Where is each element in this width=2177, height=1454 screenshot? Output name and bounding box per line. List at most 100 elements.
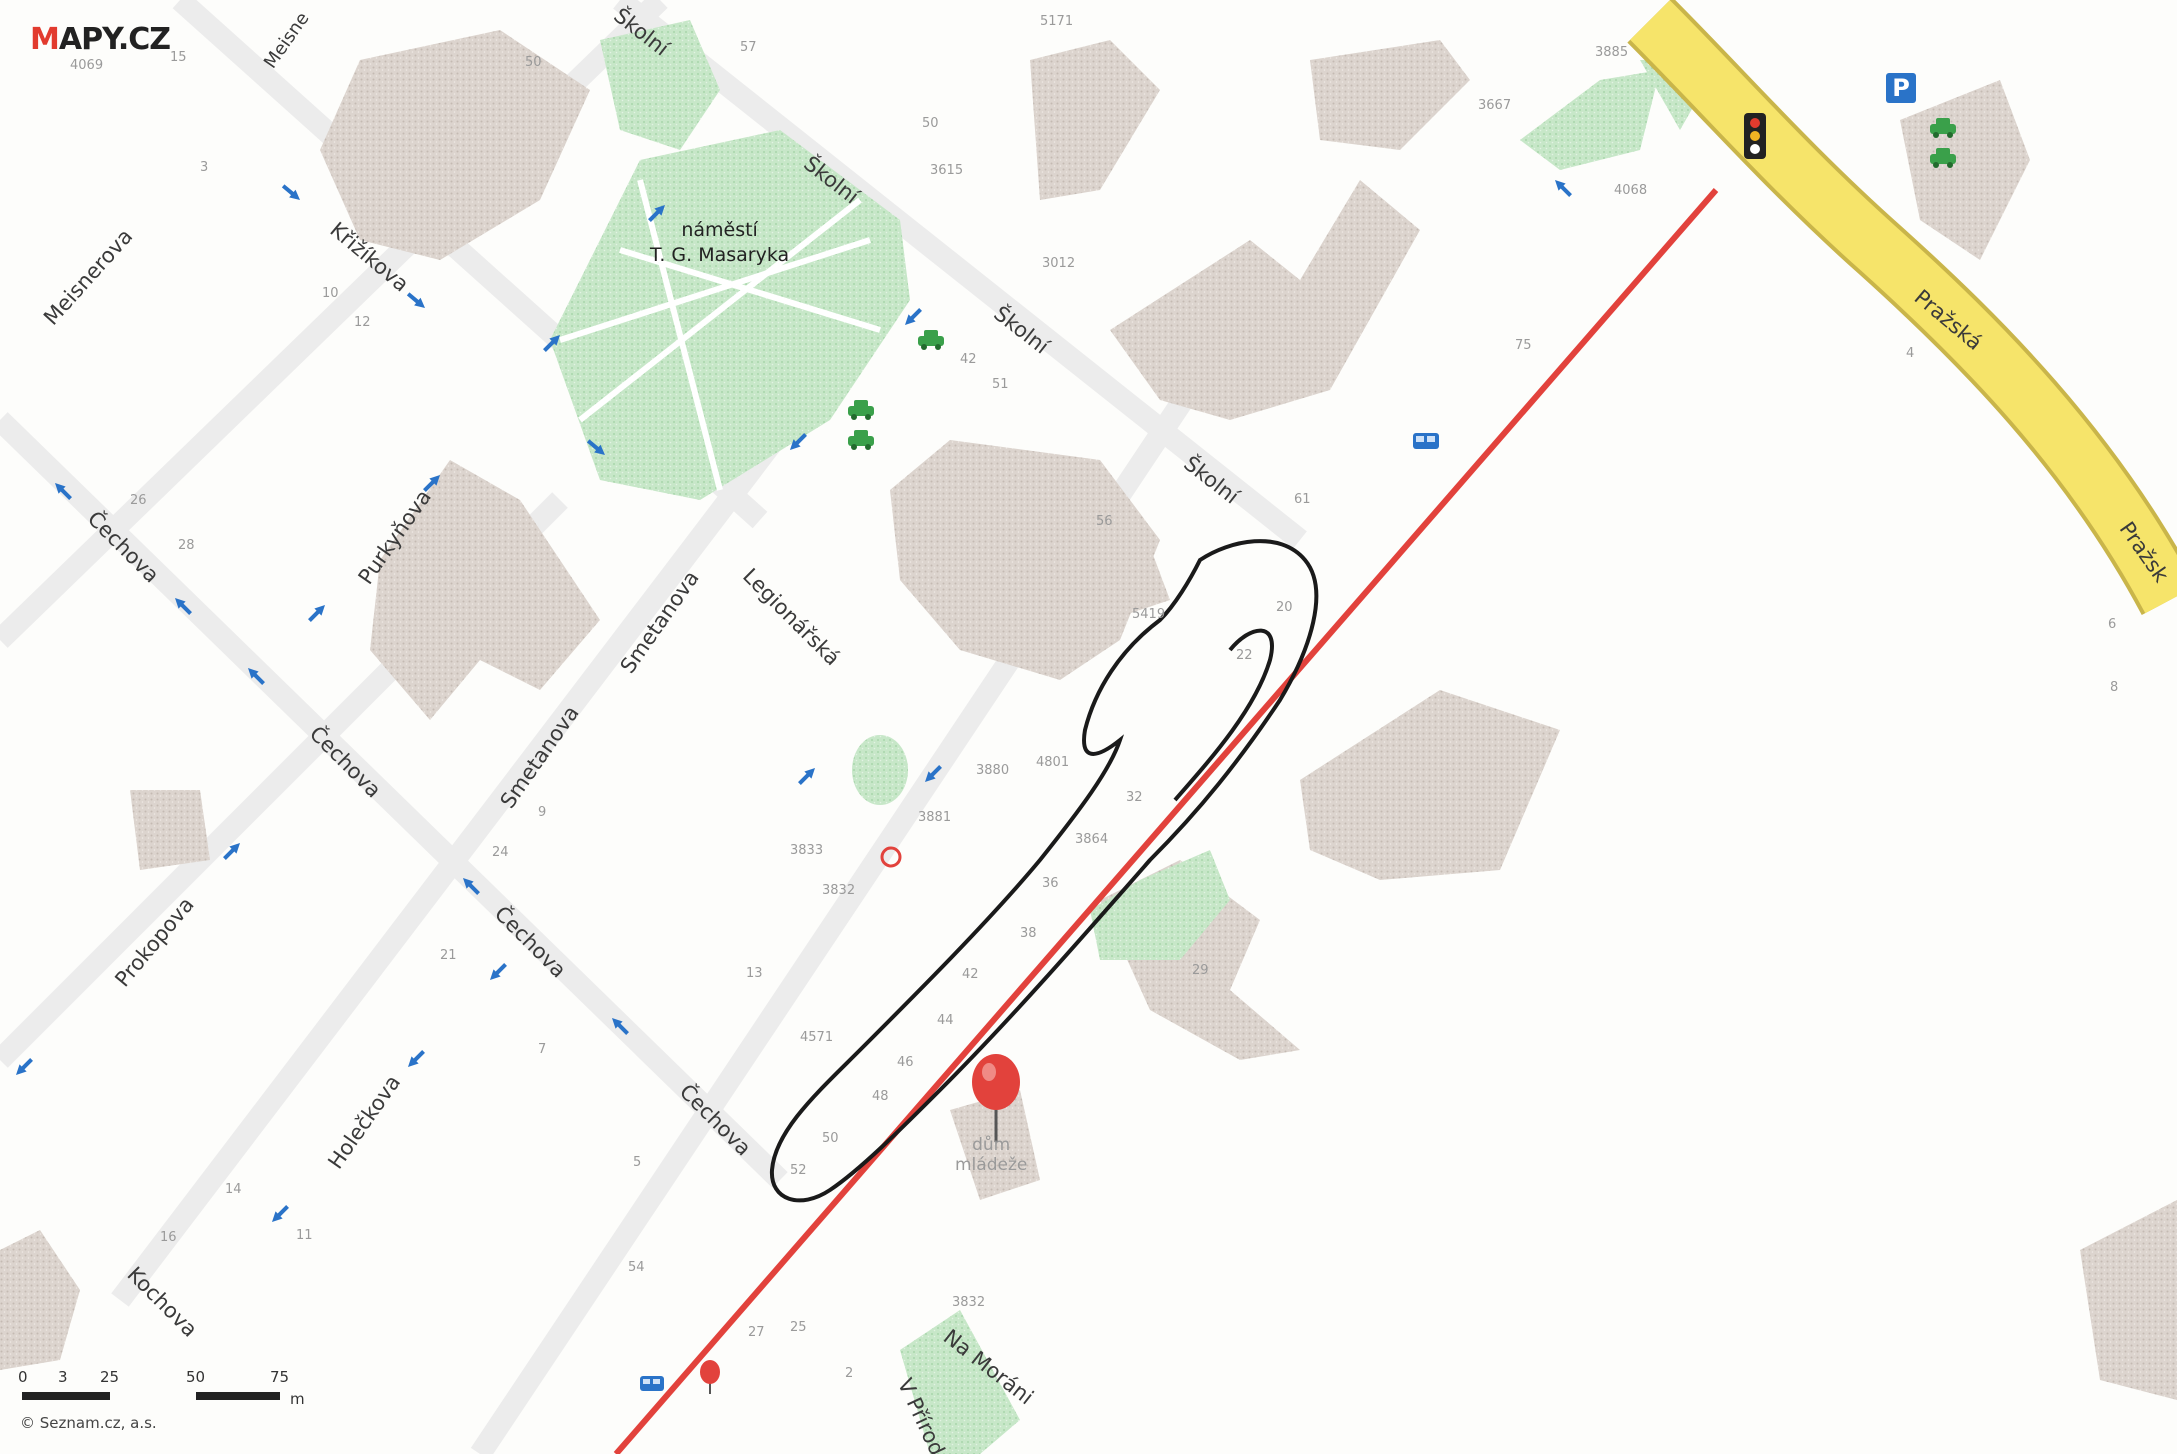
house-number: 21: [440, 948, 457, 963]
place-label-line1: náměstí: [681, 219, 758, 241]
house-number: 50: [922, 116, 939, 131]
buildings: [0, 30, 2177, 1400]
house-number: 56: [1096, 514, 1113, 529]
house-number: 5419: [1132, 607, 1166, 622]
house-number: 20: [1276, 600, 1293, 615]
house-number: 3833: [790, 843, 824, 858]
house-number: 4571: [800, 1030, 834, 1045]
house-number: 50: [822, 1131, 839, 1146]
car-icons: [848, 118, 1956, 450]
copyright-notice: © Seznam.cz, a.s.: [20, 1414, 157, 1432]
bus-icons: [640, 433, 1439, 1391]
bus-icon: [640, 1376, 664, 1391]
house-number: 3885: [1595, 45, 1629, 60]
road-prazska: [1627, 0, 2177, 616]
house-number: 3012: [1042, 256, 1076, 271]
house-number: 26: [130, 493, 147, 508]
logo-text: APY.CZ: [58, 22, 171, 57]
house-number: 3832: [952, 1295, 986, 1310]
car-icon: [848, 430, 874, 450]
house-number: 3864: [1075, 832, 1109, 847]
scale-tick-label: 3: [58, 1368, 68, 1386]
house-number: 5171: [1040, 14, 1074, 29]
house-number: 32: [1126, 790, 1143, 805]
pin-label: dům mládeže: [955, 1135, 1027, 1175]
oneway-arrow-icon: [795, 764, 819, 788]
scale-unit-label: m: [290, 1390, 305, 1408]
oneway-arrow-icon: [404, 1047, 428, 1071]
house-number: 51: [992, 377, 1009, 392]
mapy-cz-logo[interactable]: MAPY.CZ: [30, 22, 171, 57]
house-number: 3667: [1478, 98, 1512, 113]
car-icon: [1930, 118, 1956, 138]
house-number: 29: [1192, 963, 1209, 978]
house-number: 75: [1515, 338, 1532, 353]
house-number: 9: [538, 805, 547, 820]
place-label-namesti: náměstí T. G. Masaryka: [650, 218, 789, 268]
car-icon: [918, 330, 944, 350]
oneway-arrow-icon: [1551, 176, 1575, 200]
street-network: [0, 0, 1307, 1454]
house-number: 2: [845, 1366, 854, 1381]
house-number: 36: [1042, 876, 1059, 891]
house-number: 14: [225, 1182, 242, 1197]
pin-label-line2: mládeže: [955, 1155, 1028, 1175]
bus-icon: [1413, 433, 1439, 449]
route-line: [613, 188, 1719, 1454]
oneway-arrow-icon: [486, 960, 510, 984]
house-number: 8: [2110, 680, 2119, 695]
house-number: 48: [872, 1089, 889, 1104]
scale-tick-label: 75: [270, 1368, 290, 1386]
car-icon: [1930, 148, 1956, 168]
house-number: 4069: [70, 58, 104, 73]
house-number: 3832: [822, 883, 856, 898]
house-number: 44: [937, 1013, 954, 1028]
house-number: 24: [492, 845, 509, 860]
house-number: 42: [960, 352, 977, 367]
pin-label-line1: dům: [972, 1135, 1011, 1155]
map-pin-icon: [972, 1054, 1020, 1142]
house-number: 5: [633, 1155, 642, 1170]
oneway-arrow-icon: [268, 1202, 292, 1226]
traffic-light-icon: [1744, 113, 1766, 159]
house-number: 13: [746, 966, 763, 981]
house-number: 3880: [976, 763, 1010, 778]
house-number: 42: [962, 967, 979, 982]
house-number: 4: [1906, 346, 1915, 361]
house-number: 7: [538, 1042, 547, 1057]
house-number: 4801: [1036, 755, 1070, 770]
house-number: 28: [178, 538, 195, 553]
house-number: 57: [740, 40, 757, 55]
parking-icon: P: [1886, 73, 1916, 103]
location-circle-icon: [880, 846, 902, 868]
parks: [550, 20, 1720, 1454]
house-number: 15: [170, 50, 187, 65]
park-paths: [559, 179, 881, 491]
house-number: 10: [322, 286, 339, 301]
house-number: 22: [1236, 648, 1253, 663]
house-number: 50: [525, 55, 542, 70]
house-number: 38: [1020, 926, 1037, 941]
oneway-arrow-icon: [404, 290, 429, 312]
logo-prefix: M: [30, 22, 60, 57]
house-number: 3615: [930, 163, 964, 178]
house-number: 52: [790, 1163, 807, 1178]
house-number: 46: [897, 1055, 914, 1070]
oneway-arrow-icon: [901, 305, 925, 329]
house-number: 54: [628, 1260, 645, 1275]
scale-tick-label: 50: [186, 1368, 206, 1386]
house-number: 25: [790, 1320, 807, 1335]
house-number: 27: [748, 1325, 765, 1340]
scale-bar: [22, 1392, 280, 1400]
house-number: 12: [354, 315, 371, 330]
house-number: 6: [2108, 617, 2117, 632]
oneway-arrow-icon: [279, 182, 304, 204]
map-pin-icon: [700, 1360, 720, 1394]
house-number: 3881: [918, 810, 952, 825]
scale-tick-label: 25: [100, 1368, 120, 1386]
hand-drawn-outline: [769, 539, 1319, 1203]
house-number: 3: [200, 160, 209, 175]
car-icon: [848, 400, 874, 420]
